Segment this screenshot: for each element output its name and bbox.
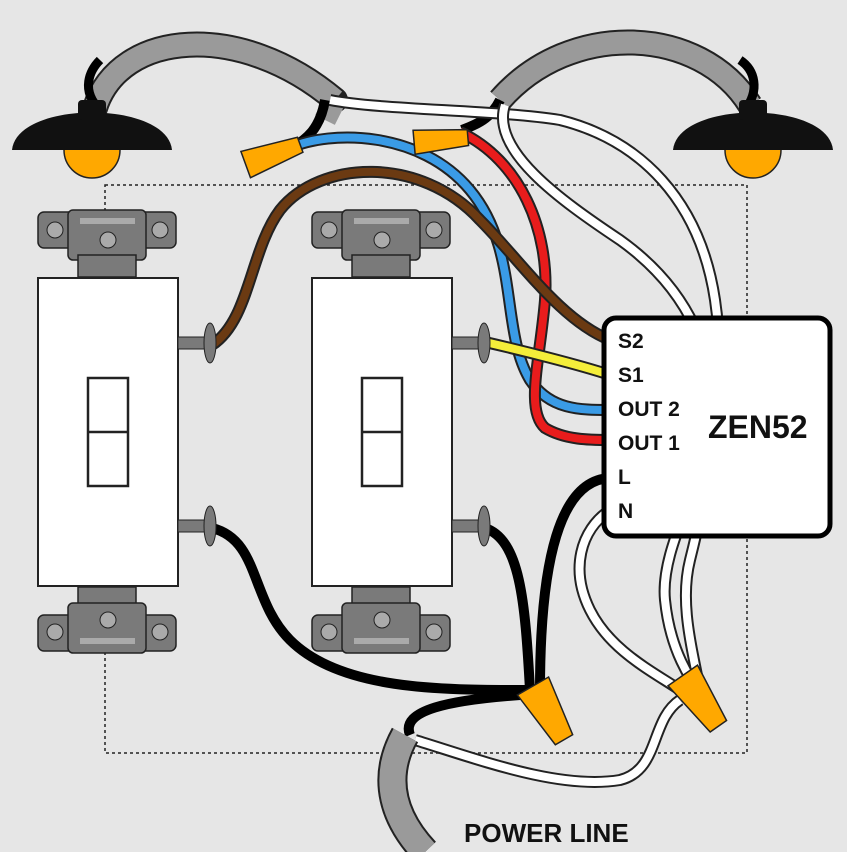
wire-out1 [457, 126, 611, 446]
wire-nut-icon [412, 128, 470, 156]
terminal-label: N [618, 500, 633, 523]
screw-icon [99, 611, 117, 629]
terminal-label: S2 [618, 330, 644, 353]
wire-s2 [208, 165, 613, 351]
wire-nut-icon [239, 136, 304, 179]
power-line-label: POWER LINE [464, 818, 629, 848]
neutral-wires [328, 94, 726, 788]
terminal-label: OUT 2 [618, 398, 680, 421]
screw-icon [425, 623, 443, 641]
screw-icon [373, 231, 391, 249]
lamp-icon [673, 100, 833, 179]
screw-icon [425, 221, 443, 239]
power-line-cable [377, 727, 437, 852]
wire-s1 [483, 336, 612, 381]
zen52-module: S2 S1 OUT 2 OUT 1 L N ZEN52 [601, 315, 833, 539]
lamp-cable-right [490, 29, 762, 113]
wire-nut-icon [516, 675, 574, 746]
lamp-cable-left [82, 31, 348, 125]
screw-icon [99, 231, 117, 249]
device-name: ZEN52 [708, 409, 808, 445]
screw-icon [46, 623, 64, 641]
terminal-label: L [618, 466, 631, 489]
wire-out2 [287, 131, 611, 416]
terminal-label: OUT 1 [618, 432, 680, 455]
screw-icon [151, 623, 169, 641]
wire-nut-icon [666, 663, 728, 733]
screw-icon [373, 611, 391, 629]
switch-icon [311, 209, 491, 654]
switch-icon [37, 209, 217, 654]
screw-icon [46, 221, 64, 239]
terminal-label: S1 [618, 364, 644, 387]
screw-icon [320, 623, 338, 641]
screw-icon [151, 221, 169, 239]
screw-icon [320, 221, 338, 239]
lamp-icon [12, 100, 172, 179]
hot-wires [210, 473, 611, 737]
